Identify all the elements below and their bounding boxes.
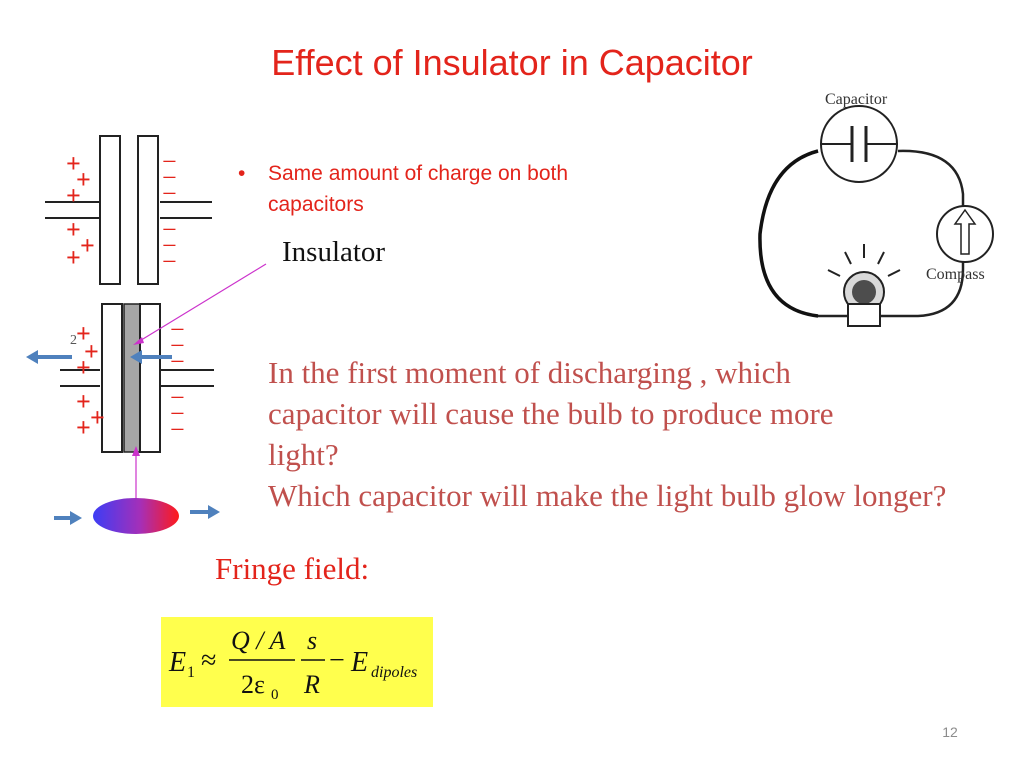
minus-sign: − <box>162 231 177 260</box>
minus-sign: − <box>162 179 177 208</box>
question-line: capacitor will cause the bulb to produce… <box>268 396 834 431</box>
plus-sign: + <box>66 181 81 210</box>
minus-sign: − <box>170 315 185 344</box>
insulator-pointers <box>132 263 267 498</box>
slide-title: Effect of Insulator in Capacitor <box>271 42 753 83</box>
plus-sign: + <box>90 403 105 432</box>
plus-sign: + <box>80 231 95 260</box>
minus-sign: − <box>170 399 185 428</box>
formula-minus: − <box>329 645 345 676</box>
minus-sign: − <box>170 331 185 360</box>
plus-sign: + <box>66 149 81 178</box>
question-line: light? <box>268 437 339 472</box>
dipole-oval <box>93 498 179 534</box>
formula-lhs: E <box>168 647 186 678</box>
plus-sign: + <box>76 387 91 416</box>
fringe-field-label: Fringe field: <box>215 551 370 586</box>
plus-sign: + <box>76 353 91 382</box>
insulator-label: Insulator <box>282 236 386 268</box>
left-plate <box>101 303 123 453</box>
plus-sign: + <box>66 243 81 272</box>
bullet-dot: • <box>238 162 246 185</box>
compass-needle-icon <box>953 208 977 255</box>
discharge-question: In the first moment of discharging , whi… <box>268 352 1018 516</box>
center-field-arrow <box>130 350 172 364</box>
formula-lhs-subscript: 1 <box>187 664 195 681</box>
plus-sign: + <box>76 165 91 194</box>
minus-sign: − <box>170 347 185 376</box>
bullet-point: • Same amount of charge on both capacito… <box>238 158 618 220</box>
formula-factor-numerator: s <box>307 626 317 655</box>
question-line: Which capacitor will make the light bulb… <box>268 478 947 513</box>
formula-approx: ≈ <box>201 645 216 676</box>
fringe-field-formula: E 1 ≈ Q / A 2ε 0 s R − E dipoles <box>161 617 433 707</box>
plus-sign: + <box>76 319 91 348</box>
minus-sign: − <box>162 163 177 192</box>
oval-left-arrow <box>54 511 82 525</box>
circuit-wire-left-arc <box>758 149 819 318</box>
left-field-arrow <box>26 350 72 364</box>
plus-sign: + <box>76 413 91 442</box>
insulator-pointer-line <box>137 263 267 343</box>
bullet-text: Same amount of charge on both capacitors <box>268 162 569 216</box>
figure-index-label: 2 <box>70 333 77 348</box>
right-plate <box>137 135 159 285</box>
left-plate <box>99 135 121 285</box>
insulator-pointer-arrowhead <box>133 337 144 345</box>
right-plate <box>139 303 161 453</box>
minus-sign: − <box>162 247 177 276</box>
minus-sign: − <box>162 215 177 244</box>
capacitor-diagram-bottom: 2 + + + + + + − − − − − − <box>26 303 220 534</box>
formula-factor-denominator: R <box>303 670 320 699</box>
minus-sign: − <box>162 147 177 176</box>
formula-denominator-subscript: 0 <box>271 687 279 703</box>
capacitor-label: Capacitor <box>825 91 888 108</box>
oval-right-arrow <box>190 505 220 519</box>
plus-sign: + <box>84 337 99 366</box>
formula-numerator: Q / A <box>231 626 286 655</box>
bulb-icon <box>827 244 901 327</box>
oval-pointer-arrowhead <box>132 446 140 456</box>
plus-sign: + <box>66 215 81 244</box>
page-number: 12 <box>942 724 958 740</box>
formula-denominator: 2ε <box>241 670 265 699</box>
capacitor-diagram-top: + + + + + + − − − − − − <box>45 135 212 285</box>
formula-term: E <box>350 647 368 678</box>
minus-sign: − <box>170 383 185 412</box>
minus-sign: − <box>170 415 185 444</box>
formula-term-subscript: dipoles <box>371 664 417 681</box>
circuit-diagram: Capacitor Compass <box>758 91 994 327</box>
compass-label: Compass <box>926 266 985 283</box>
question-line: In the first moment of discharging , whi… <box>268 355 791 390</box>
